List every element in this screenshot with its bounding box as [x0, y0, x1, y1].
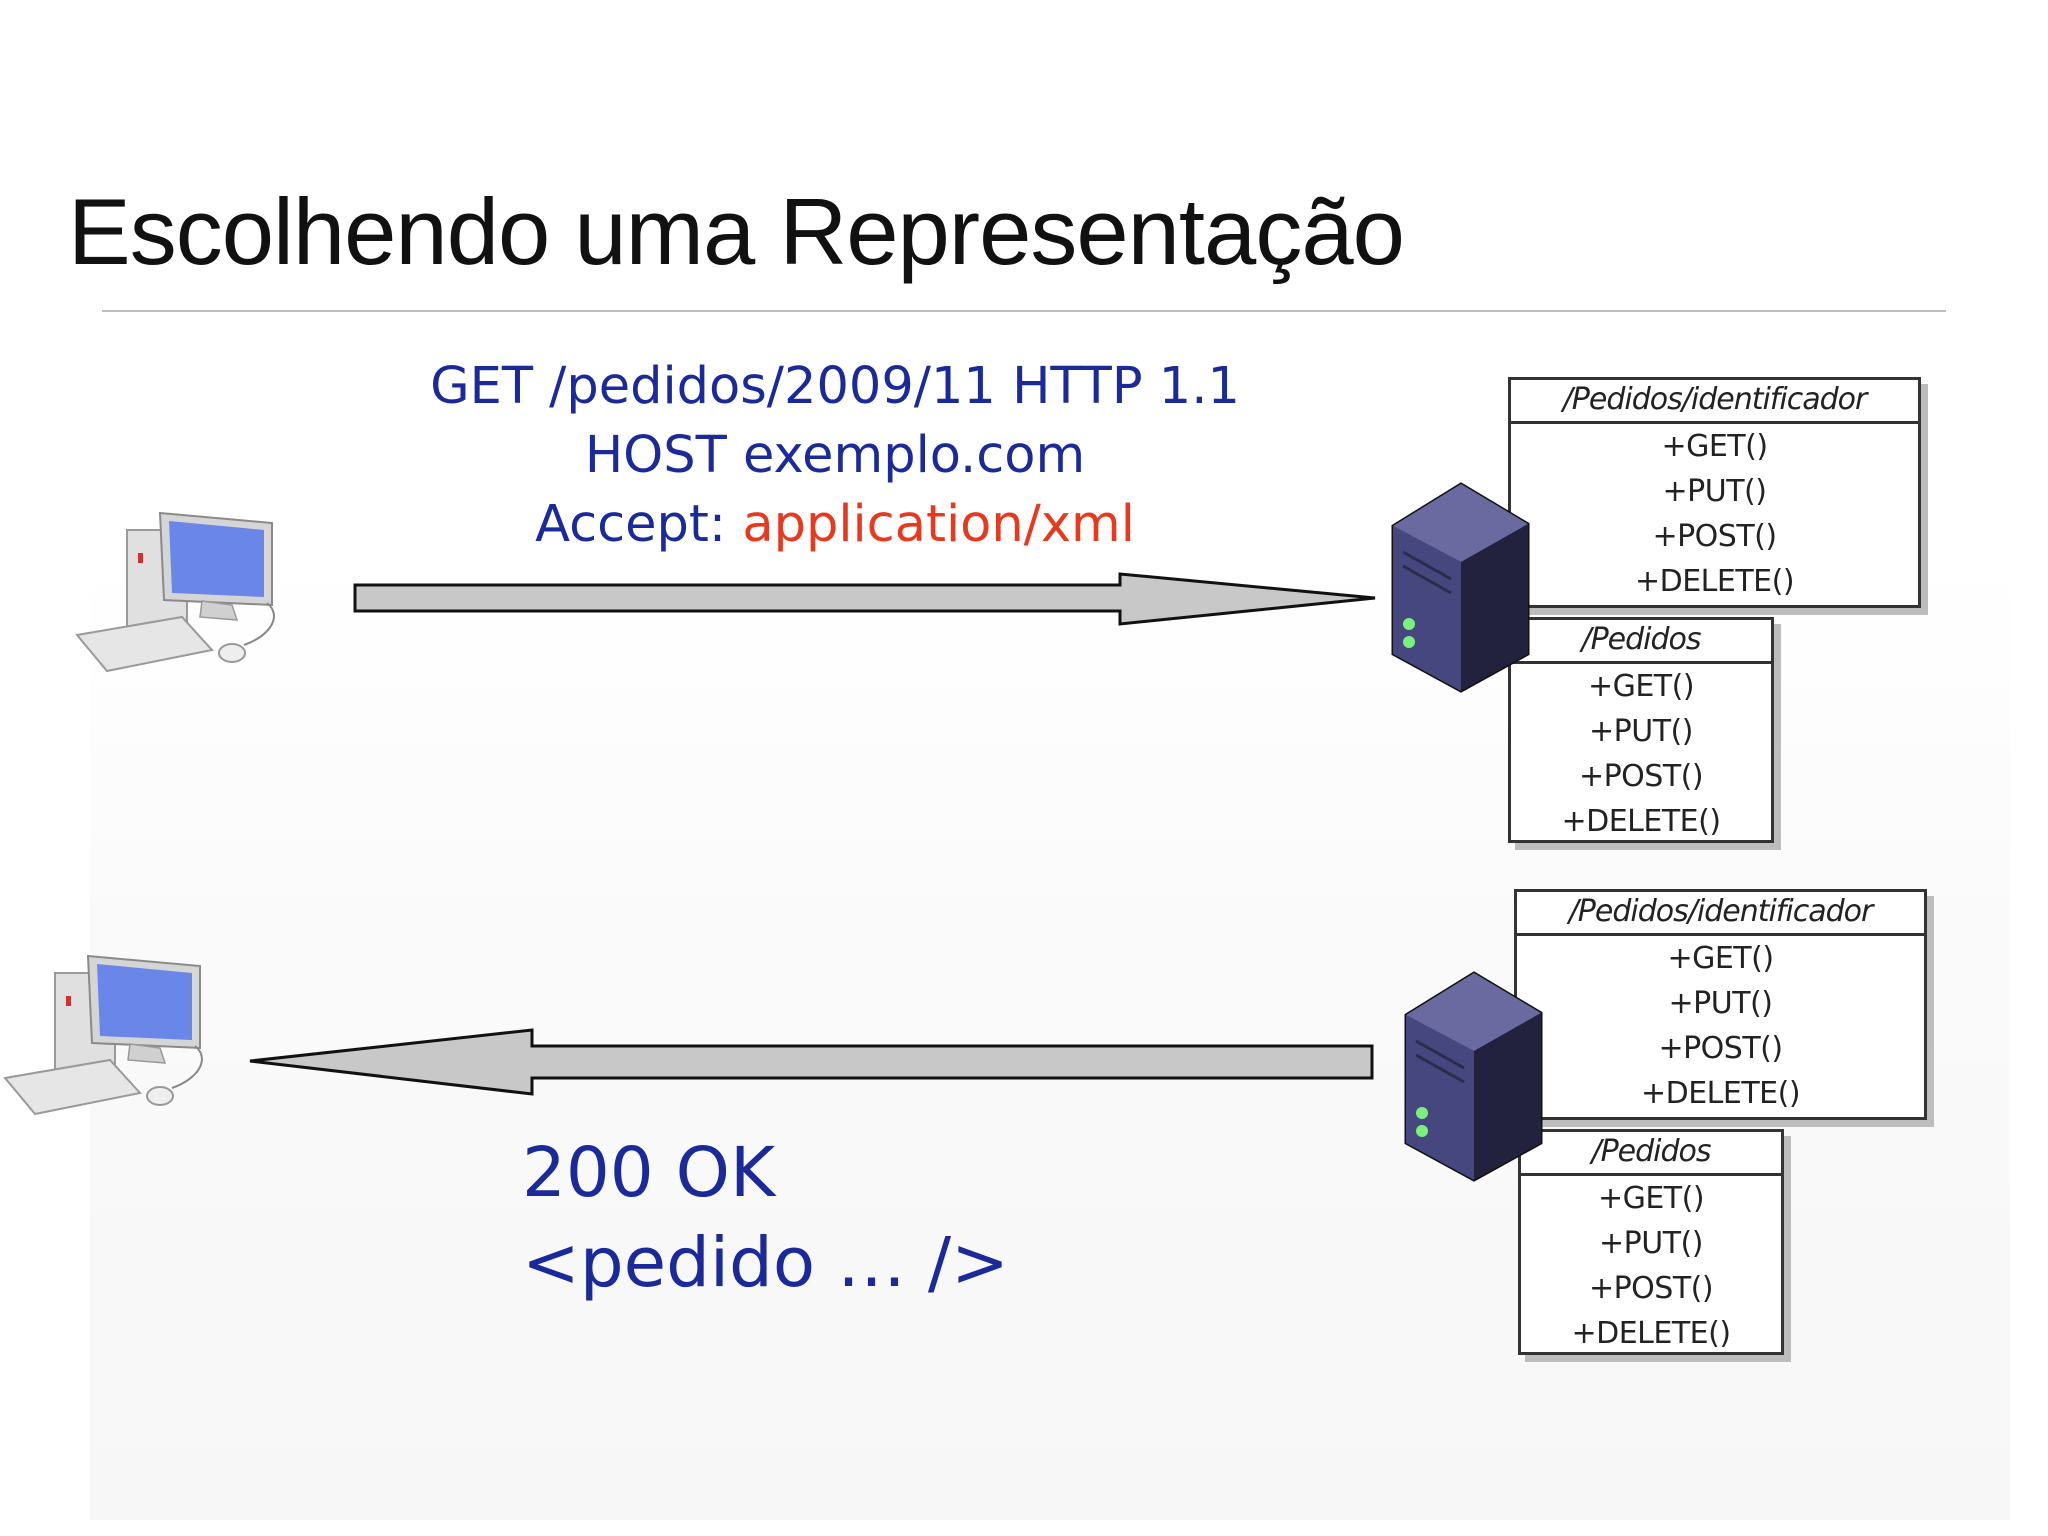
accept-mime-type: application/xml: [742, 495, 1135, 554]
request-accept: Accept: application/xml: [300, 490, 1370, 559]
method-put: +PUT(): [1662, 474, 1767, 509]
method-post: +POST(): [1652, 519, 1777, 554]
http-response-text: 200 OK <pedido … />: [522, 1128, 1009, 1308]
method-delete: +DELETE(): [1640, 1076, 1801, 1111]
method-get: +GET(): [1587, 669, 1695, 704]
resource-box-identificador-bottom: /Pedidos/identificador +GET() +PUT() +PO…: [1514, 889, 1927, 1120]
method-delete: +DELETE(): [1561, 804, 1721, 839]
request-host: HOST exemplo.com: [584, 426, 1086, 485]
server-tower-icon: [1391, 482, 1530, 693]
resource-name: /Pedidos: [1521, 1132, 1781, 1176]
request-line: GET /pedidos/2009/11 HTTP 1.1: [430, 357, 1240, 416]
method-put: +PUT(): [1589, 714, 1693, 749]
method-delete: +DELETE(): [1634, 564, 1795, 599]
resource-name: /Pedidos/identificador: [1511, 380, 1918, 424]
resource-name: /Pedidos: [1511, 620, 1771, 664]
response-status: 200 OK: [522, 1133, 776, 1213]
resource-box-pedidos-bottom: /Pedidos +GET() +PUT() +POST() +DELETE(): [1518, 1129, 1784, 1355]
title-divider: [102, 310, 1946, 312]
method-put: +PUT(): [1599, 1226, 1703, 1261]
response-body: <pedido … />: [522, 1223, 1009, 1303]
resource-name: /Pedidos/identificador: [1517, 892, 1924, 936]
method-get: +GET(): [1667, 941, 1774, 976]
method-delete: +DELETE(): [1571, 1316, 1731, 1351]
slide-title: Escolhendo uma Representação: [68, 179, 1405, 284]
method-post: +POST(): [1658, 1031, 1783, 1066]
method-post: +POST(): [1578, 759, 1704, 794]
accept-label: Accept:: [535, 495, 743, 554]
response-arrow: [249, 1028, 1374, 1096]
resource-box-pedidos-top: /Pedidos +GET() +PUT() +POST() +DELETE(): [1508, 617, 1774, 843]
desktop-computer-icon: [75, 511, 275, 673]
resource-box-identificador-top: /Pedidos/identificador +GET() +PUT() +PO…: [1508, 377, 1921, 608]
method-put: +PUT(): [1668, 986, 1773, 1021]
method-get: +GET(): [1597, 1181, 1705, 1216]
desktop-computer-icon: [3, 954, 203, 1116]
method-get: +GET(): [1661, 429, 1768, 464]
http-request-text: GET /pedidos/2009/11 HTTP 1.1 HOST exemp…: [300, 352, 1370, 559]
request-arrow: [353, 572, 1376, 626]
method-post: +POST(): [1588, 1271, 1714, 1306]
server-tower-icon: [1404, 971, 1543, 1182]
